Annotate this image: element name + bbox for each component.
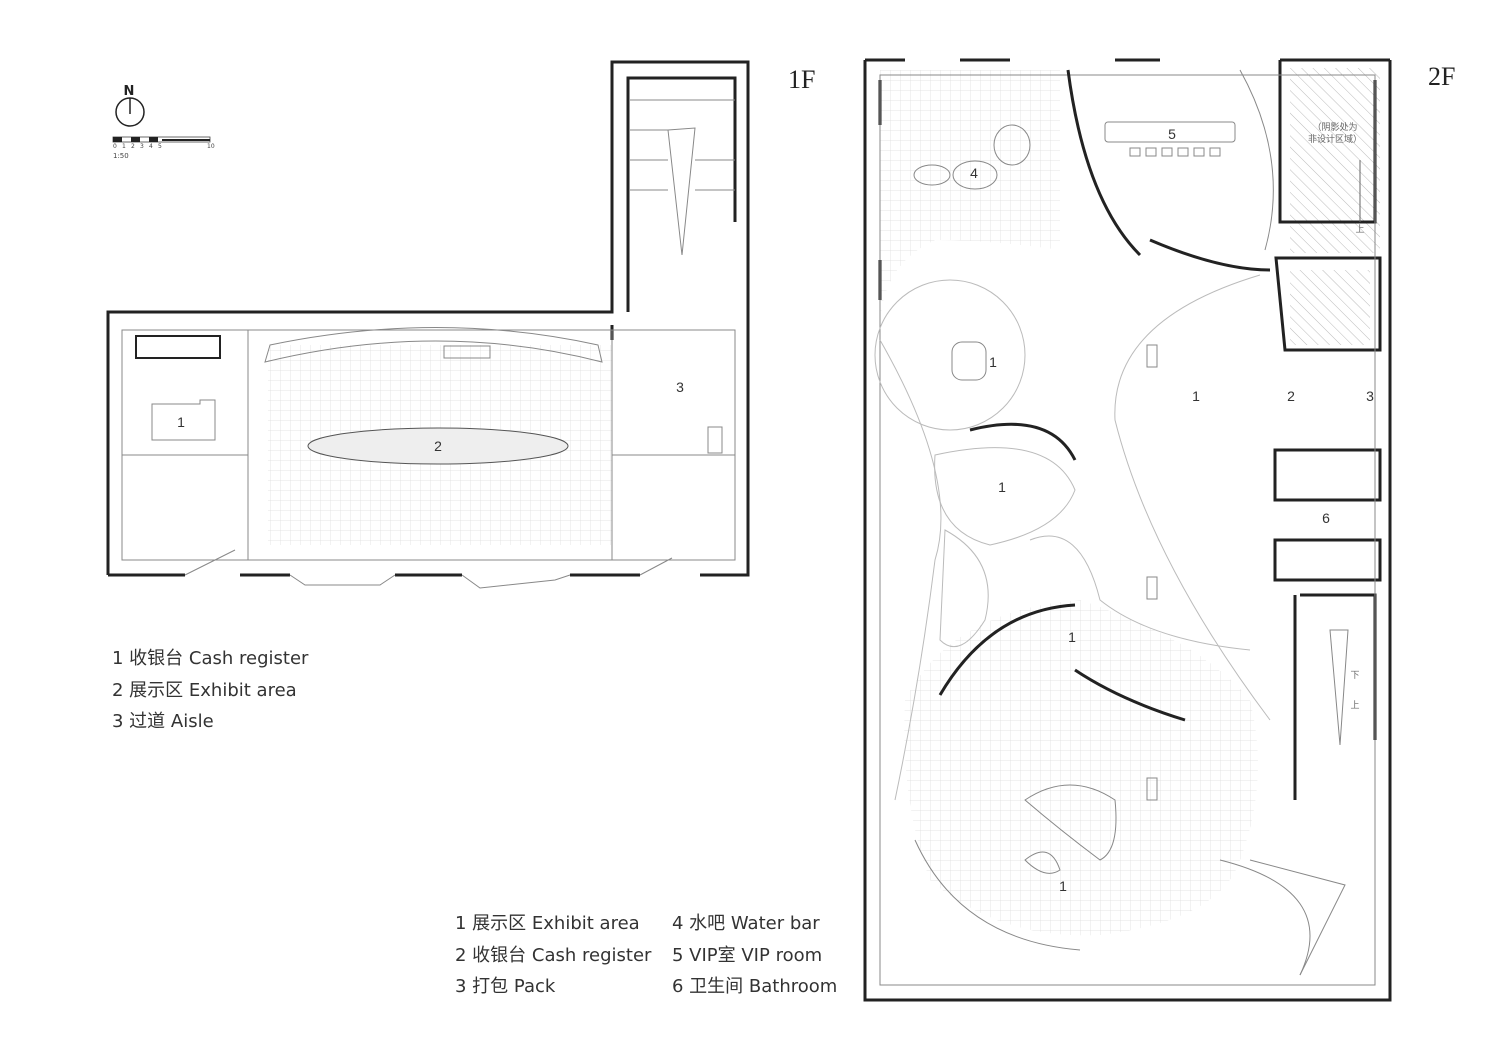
stair-up-label-2: 上 xyxy=(1350,700,1359,711)
room-label-water-bar: 4 xyxy=(970,165,978,181)
shade-note-2: 非设计区域） xyxy=(1308,133,1362,145)
room-label-aisle: 3 xyxy=(676,379,684,395)
svg-text:3: 3 xyxy=(140,143,144,150)
room-label-bathroom: 6 xyxy=(1322,510,1330,526)
room-label-vip: 5 xyxy=(1168,126,1176,142)
room-label-exhibit-e: 1 xyxy=(1059,878,1067,894)
svg-text:N: N xyxy=(124,84,135,99)
exhibit-table xyxy=(307,427,569,465)
svg-text:2 展示区 Exhibit area: 2 展示区 Exhibit area xyxy=(112,680,297,701)
room-label-exhibit: 2 xyxy=(434,438,442,454)
floor-1-title: 1F xyxy=(788,65,815,94)
svg-text:4: 4 xyxy=(149,143,153,150)
room-label-exhibit-a: 1 xyxy=(989,354,997,370)
room-label-exhibit-b: 1 xyxy=(1192,388,1200,404)
svg-text:1 收银台 Cash register: 1 收银台 Cash register xyxy=(112,648,309,669)
room-label-cash: 1 xyxy=(177,414,185,430)
vip-table xyxy=(1104,121,1236,143)
svg-text:3 打包 Pack: 3 打包 Pack xyxy=(455,976,556,997)
svg-text:10: 10 xyxy=(207,143,215,150)
room-label-exhibit-d: 1 xyxy=(1068,629,1076,645)
legend-floor-1: 1 收银台 Cash register 2 展示区 Exhibit area 3… xyxy=(112,648,309,732)
room-label-pack: 3 xyxy=(1366,388,1374,404)
floor-1-plan: 1 2 3 1F xyxy=(106,60,815,589)
svg-text:5 VIP室 VIP room: 5 VIP室 VIP room xyxy=(672,945,822,966)
svg-text:1: 1 xyxy=(122,143,126,150)
svg-text:2 收银台 Cash register: 2 收银台 Cash register xyxy=(455,945,652,966)
svg-text:1 展示区 Exhibit area: 1 展示区 Exhibit area xyxy=(455,913,640,934)
svg-text:1:50: 1:50 xyxy=(113,152,129,160)
floor-2-title: 2F xyxy=(1428,62,1455,91)
stair-up-label: 上 xyxy=(1355,224,1364,235)
floor-2-plan: 1 1 1 1 1 2 3 4 5 6 （阴影处为 非设计区域） 上 下 上 2… xyxy=(863,58,1455,1002)
room-label-cash: 2 xyxy=(1287,388,1295,404)
svg-text:2: 2 xyxy=(131,143,135,150)
svg-text:4 水吧 Water bar: 4 水吧 Water bar xyxy=(672,913,820,934)
room-label-exhibit-c: 1 xyxy=(998,479,1006,495)
shade-note: （阴影处为 xyxy=(1312,121,1357,133)
north-arrow-icon: N xyxy=(115,84,145,127)
svg-text:6 卫生间 Bathroom: 6 卫生间 Bathroom xyxy=(672,976,837,997)
scale-bar: 0 1 2 3 4 5 10 1:50 xyxy=(112,136,215,160)
svg-text:0: 0 xyxy=(113,143,117,150)
legend-floor-2: 1 展示区 Exhibit area 2 收银台 Cash register 3… xyxy=(455,913,837,997)
stair-down-label: 下 xyxy=(1350,671,1359,681)
svg-text:3 过道 Aisle: 3 过道 Aisle xyxy=(112,711,214,732)
svg-text:5: 5 xyxy=(158,143,162,150)
